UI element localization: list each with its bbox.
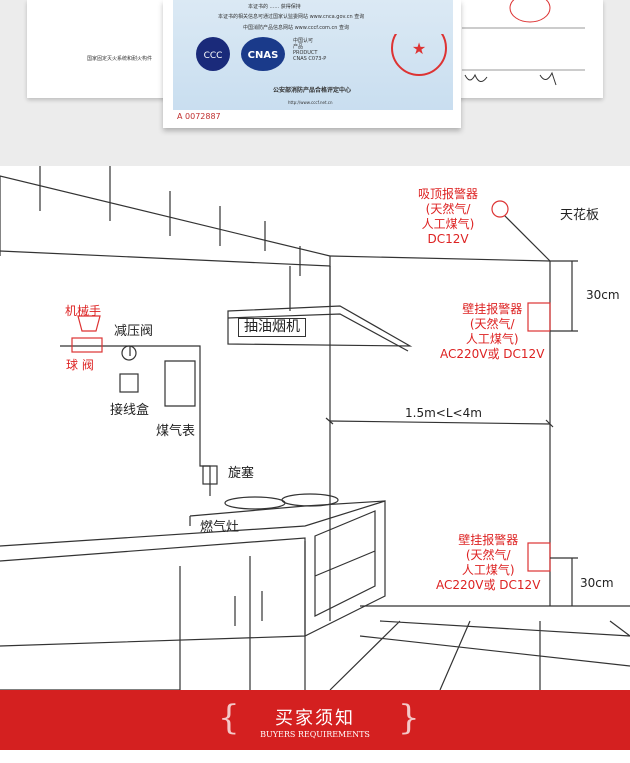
junction-box-icon: [119, 373, 139, 393]
buyers-requirements-banner: { } 买家须知 BUYERS REQUIREMENTS: [0, 690, 630, 750]
manipulator-icon: [71, 337, 103, 353]
svg-text:CNAS: CNAS: [248, 50, 279, 61]
wall-detector-lower-icon: [527, 542, 551, 572]
junction-box-label: 接线盒: [110, 403, 150, 418]
pressure-valve-icon: [121, 345, 137, 361]
plug-valve-icon: [202, 465, 218, 485]
cert-logos: CCC CNAS ★: [196, 34, 447, 76]
gas-stove-label: 燃气灶: [200, 520, 240, 535]
left-document-text: 国家固定灭火系统和耐火构件: [87, 56, 153, 62]
banner-title: 买家须知: [275, 708, 355, 729]
wall-detector-lower-label: 壁挂报警器(天然气/人工煤气)AC220V或 DC12V: [436, 533, 541, 592]
pressure-valve-label: 减压阀: [114, 324, 154, 339]
red-seal-icon: [391, 34, 447, 76]
certificate-card: 本证书的 ...... 获得保持 本证书的相关信息可通过国家认监委网站 www.…: [163, 0, 461, 128]
range-hood-label: 抽油烟机: [238, 318, 306, 337]
ceiling-detector-label: 吸顶报警器(天然气/人工煤气)DC12V: [418, 187, 479, 246]
wall-detector-upper-icon: [527, 302, 551, 332]
cert-serial: A 0072887: [177, 112, 221, 121]
ccc-logo-icon: [196, 37, 230, 71]
ceiling-detector-icon: [491, 200, 509, 218]
ceiling-label: 天花板: [560, 208, 600, 223]
gas-meter-label: 煤气表: [156, 424, 196, 439]
distance-bottom-label: 30cm: [580, 576, 614, 590]
left-brace-icon: {: [218, 698, 240, 738]
svg-text:CCC: CCC: [204, 51, 223, 61]
cert-issuer: 公安部消防产品合格评定中心: [273, 87, 352, 94]
cnas-logo-icon: [241, 37, 285, 71]
kitchen-line-art: [0, 166, 630, 690]
right-document: [440, 0, 603, 98]
signature-and-stamp: [462, 0, 585, 86]
svg-text:★: ★: [412, 39, 426, 58]
left-document: 国家固定灭火系统和耐火构件: [27, 0, 177, 98]
cert-line: 本证书的 ...... 获得保持: [248, 4, 301, 10]
cert-website: http://www.cccf.net.cn: [288, 100, 333, 105]
certificate-section: 国家固定灭火系统和耐火构件 本证书的 ...... 获得保持 本证书的相关信息可…: [0, 0, 630, 166]
cert-line: 中国消防产品信息网站 www.cccf.com.cn 查询: [243, 25, 349, 31]
manipulator-label: 机械手: [65, 304, 102, 318]
kitchen-installation-diagram: 吸顶报警器(天然气/人工煤气)DC12V 天花板 30cm 壁挂报警器(天然气/…: [0, 166, 630, 690]
plug-valve-label: 旋塞: [228, 466, 255, 481]
wall-detector-upper-label: 壁挂报警器(天然气/人工煤气)AC220V或 DC12V: [440, 302, 545, 361]
distance-top-label: 30cm: [586, 288, 620, 302]
banner-subtitle: BUYERS REQUIREMENTS: [260, 730, 370, 739]
right-brace-icon: }: [398, 698, 420, 738]
distance-label: 1.5m<L<4m: [405, 406, 482, 420]
ball-valve-label: 球 阀: [66, 358, 94, 372]
cert-line: 本证书的相关信息可通过国家认监委网站 www.cnca.gov.cn 查询: [218, 14, 365, 20]
